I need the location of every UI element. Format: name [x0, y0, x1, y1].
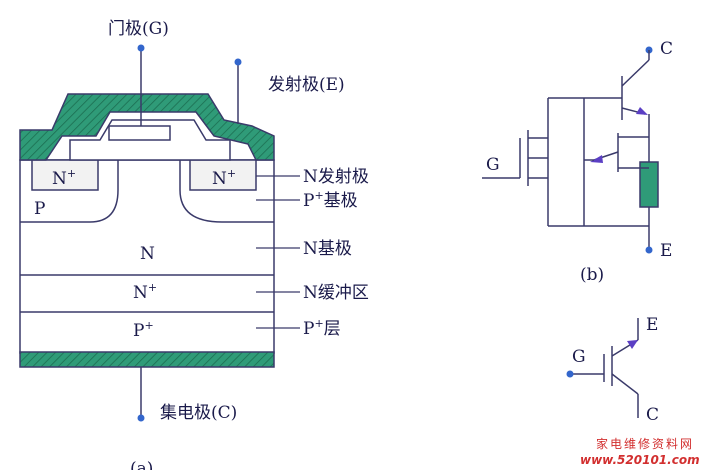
- sym-collector-label: C: [646, 405, 659, 425]
- sym-gate-terminal: [566, 370, 574, 378]
- watermark: 家电维修资料网 www.520101.com: [580, 436, 700, 467]
- gate-terminal: [137, 44, 145, 52]
- callout-n-base: N基极: [303, 239, 352, 259]
- sym-gate-label: G: [572, 347, 586, 367]
- gate-label: 门极(G): [108, 19, 169, 39]
- eq-gate-label: G: [486, 155, 500, 175]
- eq-emitter-label: E: [660, 241, 672, 261]
- equivalent-circuit: [482, 46, 659, 254]
- n-base-label: N: [140, 244, 155, 264]
- emitter-terminal: [234, 58, 242, 66]
- igbt-symbol-labels: E G C: [572, 315, 659, 425]
- n-plus-label-right: N+: [212, 167, 236, 189]
- gate-poly: [108, 125, 171, 141]
- eq-lower-arrow: [590, 155, 603, 163]
- n-buffer-label: N+: [133, 281, 157, 303]
- igbt-symbol: [566, 318, 639, 418]
- eq-upper-arrow: [636, 107, 648, 115]
- eq-emitter-terminal: [645, 246, 653, 254]
- sym-emitter-arrow: [627, 340, 638, 349]
- eq-collector-label: C: [660, 39, 673, 59]
- callout-p-layer: P+层: [303, 317, 341, 339]
- watermark-site-name: 家电维修资料网: [596, 436, 694, 451]
- n-plus-label-left: N+: [52, 167, 76, 189]
- eq-collector-diag: [621, 59, 650, 87]
- callout-n-emitter: N发射极: [303, 167, 369, 187]
- caption-b: (b): [580, 265, 604, 285]
- p-well-boundary: [20, 160, 274, 223]
- watermark-url: www.520101.com: [580, 453, 700, 467]
- callout-n-buffer: N缓冲区: [303, 283, 369, 303]
- igbt-structure: 门极(G) 发射极(E) 集电极(C) N+ N+ P N N+ P+ N发射极…: [19, 19, 369, 470]
- emitter-metal-layer: [19, 93, 275, 161]
- sym-emitter-label: E: [646, 315, 658, 335]
- n-plus-pocket-left: [31, 159, 99, 191]
- collector-label: 集电极(C): [160, 403, 237, 423]
- p-layer-label: P+: [133, 319, 154, 341]
- device-body: [19, 159, 275, 354]
- caption-a: (a): [130, 459, 153, 470]
- collector-terminal: [137, 414, 145, 422]
- sym-collector-diag: [611, 373, 639, 395]
- collector-metal: [19, 351, 275, 368]
- p-region-label: P: [34, 199, 45, 219]
- callout-p-base: P+基极: [303, 189, 358, 211]
- emitter-label: 发射极(E): [268, 75, 345, 95]
- equivalent-circuit-labels: C G E (b): [486, 39, 673, 285]
